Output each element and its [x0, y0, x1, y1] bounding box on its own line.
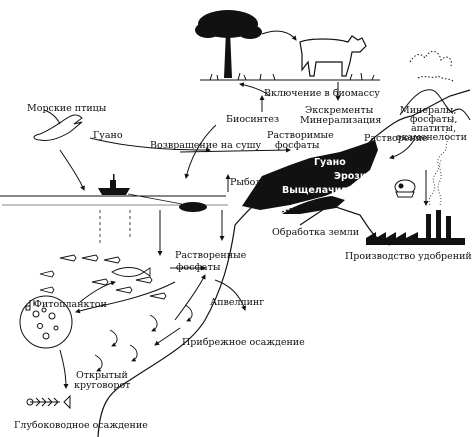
ocean-swirls — [94, 304, 193, 372]
label-phytoplankton: Фитопланктон — [34, 299, 107, 310]
label-return-to-land: Возвращение на сушу — [150, 140, 262, 151]
leaching-wedge — [242, 140, 378, 214]
label-land-cultivation: Обработка земли — [272, 227, 360, 238]
dashed-lines — [99, 210, 131, 245]
label-minerals-2: фосфаты, — [410, 114, 458, 125]
label-leaching: Выщелачивание — [282, 185, 374, 196]
label-open-cycle-1: Открытый — [76, 370, 128, 381]
grass-ground — [200, 72, 380, 81]
trawl-net — [127, 193, 207, 212]
seabird-icon — [33, 109, 83, 141]
tree-icon — [195, 10, 262, 78]
label-minerals-1: Минералы, — [400, 105, 457, 116]
label-guano-land: Гуано — [314, 157, 346, 168]
label-fishing: Рыболовство — [230, 177, 295, 188]
label-coastal-deposition: Прибрежное осаждение — [182, 337, 305, 348]
label-deep-deposition: Глубоководное осаждение — [14, 420, 148, 431]
smoke-cloud — [428, 108, 457, 206]
label-guano-bird: Гуано — [93, 130, 123, 141]
label-dissolution: Растворение — [364, 133, 428, 144]
label-upwelling: Апвеллинг — [210, 297, 265, 308]
label-soluble-phosphates-land-1: Растворимые — [267, 130, 334, 141]
mountain-minerals — [399, 51, 471, 121]
bull-icon — [299, 35, 367, 77]
cycle-arrows — [59, 30, 429, 389]
ocean-floor — [97, 224, 236, 437]
label-excrements: Экскременты — [305, 105, 374, 116]
fish-icon — [39, 254, 167, 300]
label-biosynthesis: Биосинтез — [226, 114, 280, 125]
phytoplankton-icon — [19, 295, 73, 349]
fish-skeleton-icon — [26, 394, 71, 410]
label-biomass: Включение в биомассу — [264, 88, 380, 99]
label-fertilizer-production: Производство удобрений — [345, 251, 472, 262]
fishing-boat-icon — [98, 174, 130, 195]
label-mineralization: Минерализация — [300, 115, 382, 126]
label-erosion: Эрозия — [334, 171, 373, 182]
skull-icon — [394, 179, 416, 198]
factory-icon — [366, 210, 465, 245]
label-minerals-4: окаменелости — [396, 132, 467, 143]
label-seabirds: Морские птицы — [27, 103, 107, 114]
label-soluble-phosphates-land-2: фосфаты — [275, 140, 320, 151]
label-soluble-phosphates-sea-2: фосфаты — [176, 262, 221, 273]
label-minerals-3: апатиты, — [411, 123, 457, 134]
label-open-cycle-2: круговорот — [74, 380, 131, 391]
label-soluble-phosphates-sea-1: Растворенные — [175, 250, 247, 261]
